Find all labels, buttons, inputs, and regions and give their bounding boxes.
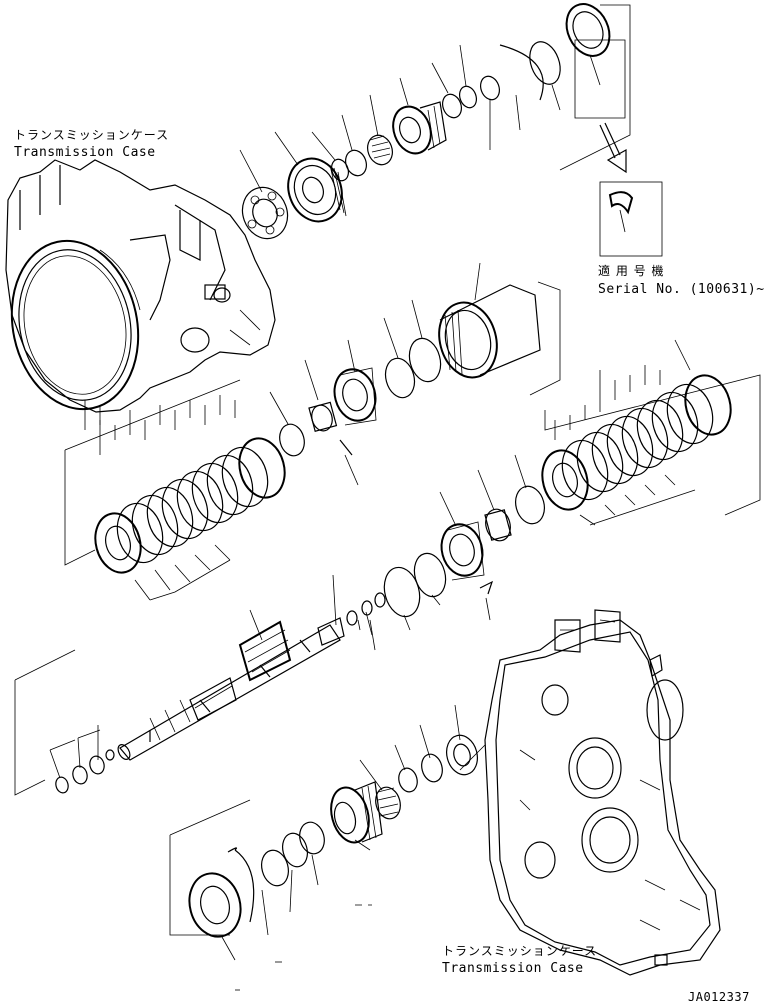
bottom-shaft-parts bbox=[188, 734, 478, 938]
transmission-case-top bbox=[5, 159, 276, 430]
drawing-code: JA012337 bbox=[688, 990, 750, 1004]
serial-label-en: Serial No. (100631)~ bbox=[598, 282, 765, 297]
detail-arrow bbox=[599, 122, 663, 257]
case-label-bottom-jp: トランスミッションケース bbox=[442, 944, 598, 958]
main-shaft bbox=[55, 592, 386, 794]
top-shaft-parts bbox=[241, 3, 611, 240]
leader-lines-second bbox=[269, 262, 561, 486]
clutch-pack-right bbox=[541, 339, 761, 526]
leader-case-bottom bbox=[459, 744, 486, 771]
transmission-case-bottom bbox=[484, 609, 721, 976]
leader-lines-top bbox=[239, 4, 631, 193]
serial-label-jp: 適 用 号 機 bbox=[598, 264, 665, 278]
clutch-pack-left bbox=[64, 379, 286, 601]
case-label-bottom-en: Transmission Case bbox=[442, 961, 584, 976]
piston-assembly bbox=[383, 485, 545, 618]
case-label-top-en: Transmission Case bbox=[14, 145, 156, 160]
leader-lines-middle bbox=[369, 454, 527, 651]
leader-lines-bottom bbox=[169, 704, 461, 991]
clutch-drum-assembly bbox=[279, 284, 541, 457]
case-label-top-jp: トランスミッションケース bbox=[14, 128, 170, 142]
leader-lines-shaft bbox=[14, 574, 373, 796]
